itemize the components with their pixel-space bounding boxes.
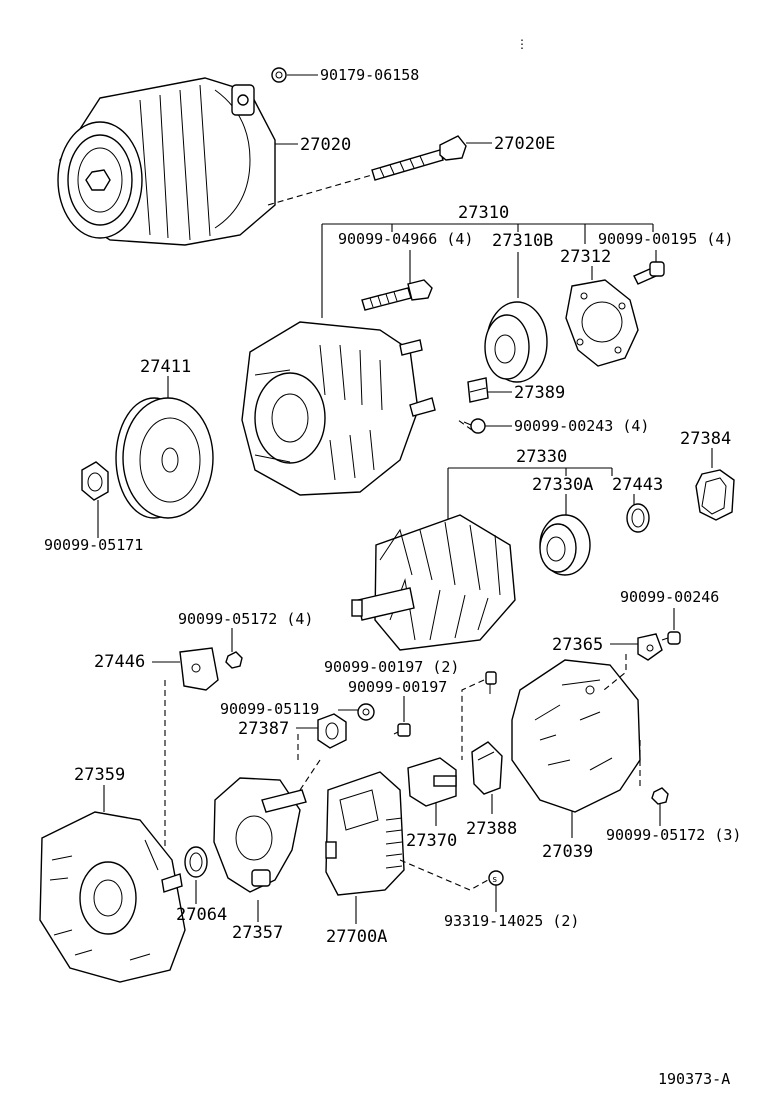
label-90099-05119: 90099-05119 — [220, 700, 319, 718]
bolt-90099-00246 — [661, 631, 681, 645]
screw-90099-00197 — [393, 723, 411, 737]
through-bolt-27020E — [371, 135, 467, 181]
label-27312: 27312 — [560, 247, 611, 267]
label-27411: 27411 — [140, 357, 191, 377]
terminal-bolt-27387 — [317, 713, 347, 749]
label-27446: 27446 — [94, 652, 145, 672]
stud-bolt-90099-04966 — [361, 279, 433, 311]
screw-90099-00195 — [633, 261, 665, 285]
label-27384: 27384 — [680, 429, 731, 449]
label-90099-05172-3: 90099-05172 (3) — [606, 826, 741, 844]
label-90179-06158: 90179-06158 — [320, 66, 419, 84]
label-90099-00197-2: 90099-00197 (2) — [324, 658, 459, 676]
label-27700A: 27700A — [326, 927, 387, 947]
drive-end-frame — [241, 321, 436, 496]
bracket-27310 — [321, 223, 654, 318]
label-27443: 27443 — [612, 475, 663, 495]
label-27039: 27039 — [542, 842, 593, 862]
assembly-dashed-lines — [164, 419, 641, 891]
screw-90099-00197-2 — [485, 671, 497, 694]
label-90099-00246: 90099-00246 — [620, 588, 719, 606]
label-27310: 27310 — [458, 203, 509, 223]
ring-27443 — [626, 503, 650, 533]
nut-90099-05172-3 — [651, 787, 669, 805]
label-90099-00195: 90099-00195 (4) — [598, 230, 733, 248]
label-27020E: 27020E — [494, 134, 555, 154]
label-27064: 27064 — [176, 905, 227, 925]
nut-90099-05171 — [81, 461, 109, 501]
label-90099-05171: 90099-05171 — [44, 536, 143, 554]
retainer-27389 — [467, 377, 489, 403]
plate-27312 — [565, 279, 639, 367]
label-27365: 27365 — [552, 635, 603, 655]
rear-cover-27039 — [511, 659, 641, 813]
label-27020: 27020 — [300, 135, 351, 155]
rear-end-frame-27359 — [39, 811, 186, 983]
label-27357: 27357 — [232, 923, 283, 943]
cover-27388 — [471, 741, 503, 795]
nut-90179-06158 — [271, 67, 287, 83]
label-90099-00197: 90099-00197 — [348, 678, 447, 696]
figure-id: 190373-A — [658, 1070, 730, 1088]
brush-holder-27370 — [407, 757, 457, 807]
label-90099-04966: 90099-04966 (4) — [338, 230, 473, 248]
regulator-27700A — [325, 771, 405, 896]
terminal-insulator-27446 — [179, 647, 219, 691]
label-93319-14025: 93319-14025 (2) — [444, 912, 579, 930]
svg-text:s: s — [492, 875, 497, 885]
pulley-27411 — [115, 397, 214, 519]
bushing-27064 — [184, 846, 208, 878]
rectifier-holder-27357 — [213, 777, 307, 893]
alternator-assembly — [57, 77, 276, 246]
label-90099-05172-4: 90099-05172 (4) — [178, 610, 313, 628]
screw-90099-00243 — [463, 418, 486, 434]
washer-90099-05119 — [357, 703, 375, 721]
label-27310B: 27310B — [492, 231, 553, 251]
washer-93319-14025: s — [488, 870, 504, 886]
cover-27384 — [695, 469, 735, 521]
label-27370: 27370 — [406, 831, 457, 851]
label-90099-00243: 90099-00243 (4) — [514, 417, 649, 435]
bearing-27310B — [484, 301, 548, 383]
label-27387: 27387 — [238, 719, 289, 739]
rotor-27330 — [351, 514, 516, 651]
bearing-27330A — [539, 514, 591, 576]
label-27330: 27330 — [516, 447, 567, 467]
label-27388: 27388 — [466, 819, 517, 839]
insulator-27365 — [637, 633, 663, 661]
svg-text:⋮: ⋮ — [516, 37, 528, 51]
nut-90099-05172 — [225, 651, 243, 669]
label-27359: 27359 — [74, 765, 125, 785]
label-27330A: 27330A — [532, 475, 593, 495]
label-27389: 27389 — [514, 383, 565, 403]
